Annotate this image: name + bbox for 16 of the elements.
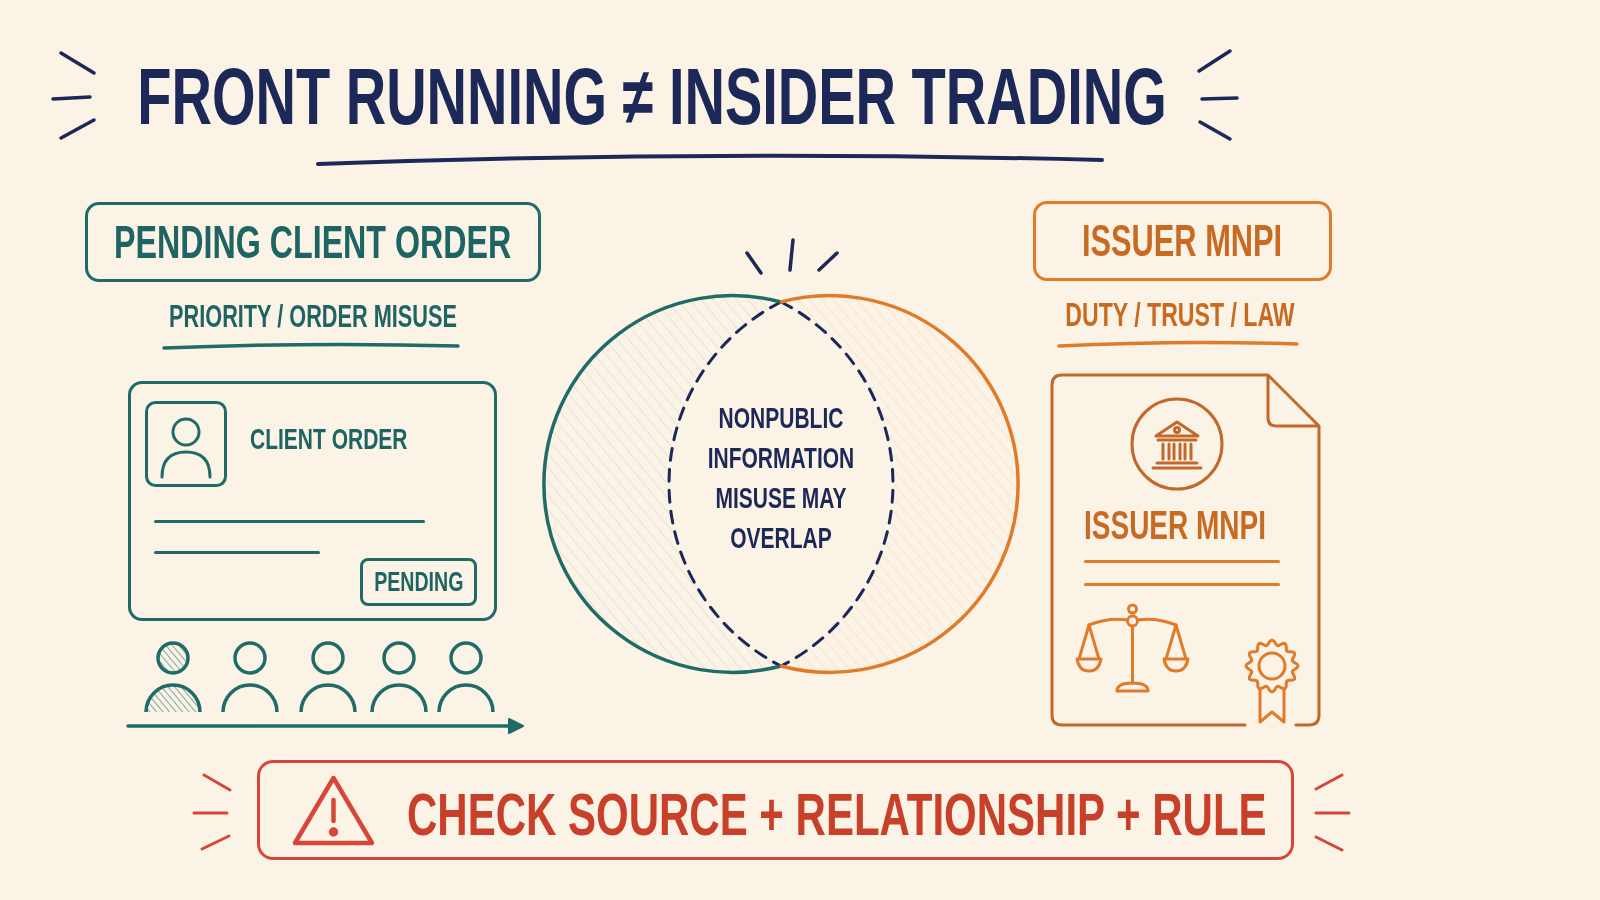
card-title: CLIENT ORDER: [250, 424, 408, 454]
subtitle: PRIORITY / ORDER MISUSE: [169, 300, 457, 332]
heading-text: ISSUER MNPI: [1082, 219, 1283, 263]
banner-text: CHECK SOURCE + RELATIONSHIP + RULE: [407, 785, 1267, 845]
document-card: [1050, 373, 1321, 727]
heading-box: [85, 202, 541, 282]
title: FRONT RUNNING ≠ INSIDER TRADING: [137, 57, 1167, 137]
subtitle: DUTY / TRUST / LAW: [1065, 297, 1295, 331]
heading-box: [1033, 201, 1332, 281]
status-label: PENDING: [373, 568, 464, 596]
overlap-text: NONPUBLIC INFORMATION MISUSE MAY OVERLAP: [706, 400, 856, 556]
warning-banner: [257, 760, 1294, 860]
heading-text: PENDING CLIENT ORDER: [114, 219, 512, 265]
status-badge: [360, 558, 477, 606]
order-card: [128, 381, 497, 621]
document-title: ISSUER MNPI: [1084, 505, 1267, 545]
